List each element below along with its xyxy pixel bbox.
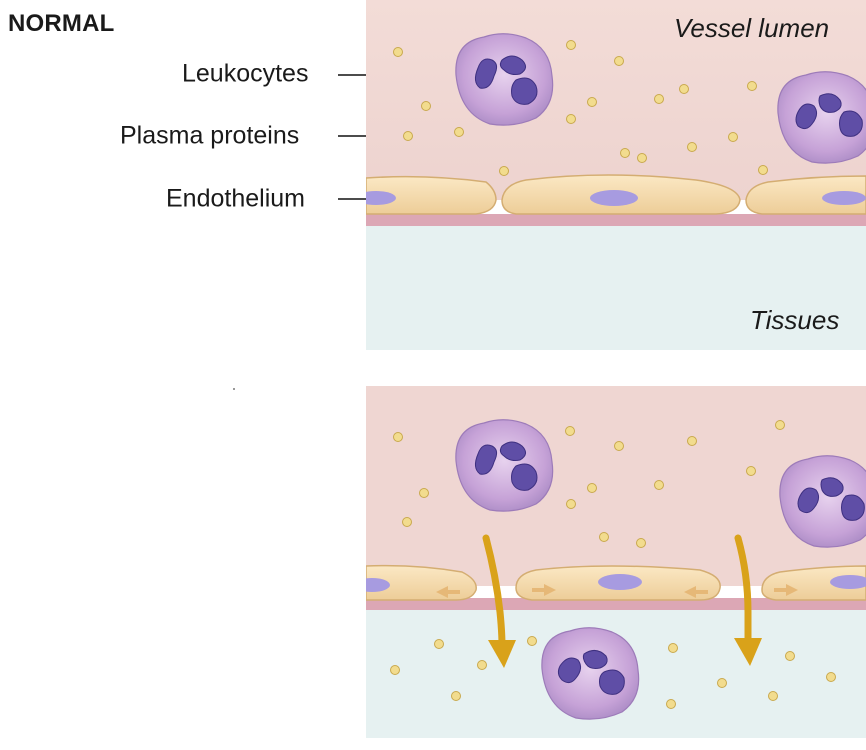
plasma-protein (566, 114, 576, 124)
plasma-protein (393, 432, 403, 442)
plasma-protein (434, 639, 444, 649)
plasma-protein (419, 488, 429, 498)
endothelium-label: Endothelium (166, 184, 305, 213)
leukocyte (455, 33, 554, 126)
leukocyte-nucleus-lobe (582, 650, 608, 669)
plasma-protein (565, 426, 575, 436)
plasma-protein (390, 665, 400, 675)
plasma-protein (687, 436, 697, 446)
plasma-protein (402, 517, 412, 527)
plasma-proteins-label: Plasma proteins (120, 121, 300, 150)
plasma-proteins (393, 420, 785, 548)
leukocyte (541, 627, 640, 720)
endothelial-nucleus (366, 578, 390, 592)
leukocyte-cytoplasm (541, 627, 640, 720)
plasma-protein (637, 153, 647, 163)
plasma-protein (668, 643, 678, 653)
plasma-protein (747, 81, 757, 91)
contraction-arrow (774, 584, 798, 596)
plasma-protein (768, 691, 778, 701)
leukocyte-nucleus-lobe (818, 93, 842, 113)
plasma-protein (826, 672, 836, 682)
leukocyte-nucleus-lobe (499, 55, 526, 75)
endothelium (366, 564, 866, 601)
leukocyte-nucleus-lobe (795, 103, 818, 130)
plasma-protein (666, 699, 676, 709)
contraction-arrow (684, 586, 708, 598)
plasma-protein (499, 166, 509, 176)
plasma-protein (620, 148, 630, 158)
leukocyte-cytoplasm (779, 455, 866, 548)
endothelium (366, 174, 866, 215)
leakage-arrow-head (734, 638, 762, 666)
endothelial-nucleus (590, 190, 638, 206)
plasma-protein (393, 47, 403, 57)
leukocyte-nucleus-lobe (557, 657, 582, 684)
leukocyte-nucleus-lobe (499, 441, 526, 461)
plasma-protein (614, 441, 624, 451)
plasma-protein (746, 466, 756, 476)
leukocytes-label: Leukocytes (182, 59, 309, 88)
plasma-protein (758, 165, 768, 175)
plasma-protein (451, 691, 461, 701)
leukocyte-nucleus-lobe (841, 494, 865, 521)
leukocyte (455, 419, 554, 512)
plasma-protein (527, 636, 537, 646)
leukocyte-nucleus-lobe (474, 58, 498, 89)
plasma-protein (403, 131, 413, 141)
leaked-plasma-proteins (390, 636, 836, 709)
plasma-protein (687, 142, 697, 152)
plasma-protein (566, 499, 576, 509)
leukocyte-nucleus-lobe (511, 463, 538, 491)
vessel-lumen-label: Vessel lumen (674, 13, 830, 43)
leukocyte (777, 71, 866, 164)
basement-membrane (366, 214, 866, 226)
leakage-arrow (482, 534, 506, 650)
normal-vessel-diagram (366, 0, 866, 350)
plasma-protein (477, 660, 487, 670)
plasma-protein (587, 483, 597, 493)
panel-title-normal: NORMAL (8, 10, 115, 37)
plasma-protein (566, 40, 576, 50)
leakage-arrow-head (488, 640, 516, 668)
leukocyte-cytoplasm (455, 419, 554, 512)
endothelial-nucleus (822, 191, 866, 205)
plasma-protein (654, 480, 664, 490)
plasma-protein (614, 56, 624, 66)
plasma-protein (775, 420, 785, 430)
leukocyte-nucleus-lobe (820, 477, 844, 497)
leakage-arrows (482, 534, 762, 668)
tissues-label: Tissues (750, 305, 840, 335)
leaky-vessel-diagram (366, 386, 866, 738)
leukocyte-nucleus-lobe (839, 110, 863, 137)
plasma-protein (679, 84, 689, 94)
plasma-protein (728, 132, 738, 142)
leukocyte-nucleus-lobe (511, 77, 538, 105)
plasma-protein (587, 97, 597, 107)
plasma-protein (717, 678, 727, 688)
endothelial-nucleus (366, 191, 396, 205)
contraction-arrows (436, 584, 798, 598)
tissue-region (366, 224, 866, 350)
contraction-arrow (532, 584, 556, 596)
leukocyte-cytoplasm (455, 33, 554, 126)
leukocyte-cytoplasm (777, 71, 866, 164)
plasma-protein (654, 94, 664, 104)
endothelial-cell (366, 175, 497, 215)
leukocyte-nucleus-lobe (797, 487, 820, 514)
contraction-arrow (436, 586, 460, 598)
endothelial-nucleus (598, 574, 642, 590)
plasma-protein (421, 101, 431, 111)
plasma-protein (636, 538, 646, 548)
leukocyte (779, 455, 866, 548)
plasma-protein (599, 532, 609, 542)
leukocyte-nucleus-lobe (599, 669, 625, 695)
plasma-proteins (393, 40, 768, 176)
plasma-protein (785, 651, 795, 661)
plasma-protein (454, 127, 464, 137)
leakage-arrow (734, 534, 752, 646)
basement-membrane (366, 598, 866, 610)
endothelial-nucleus (830, 575, 866, 589)
leukocyte-nucleus-lobe (474, 444, 498, 475)
